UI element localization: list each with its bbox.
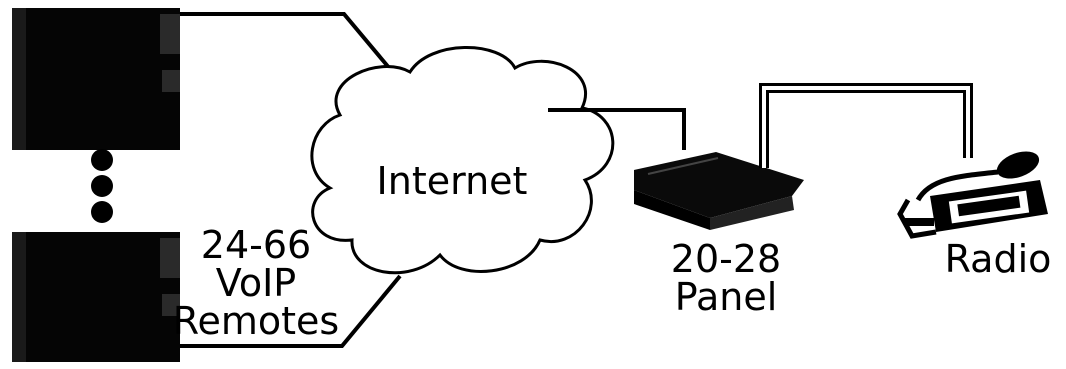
link-remote-bottom-to-internet [180, 274, 402, 348]
panel-label-line2: Panel [675, 275, 778, 319]
remote-unit-bottom [12, 232, 180, 362]
remotes-label-line3: Remotes [173, 299, 339, 343]
radio-label: Radio [945, 237, 1052, 281]
cable-panel-to-radio-inner [762, 86, 970, 168]
internet-cloud-icon [310, 46, 615, 275]
cable-panel-to-radio-outer [759, 83, 973, 168]
internet-label: Internet [377, 159, 528, 203]
panel-device-icon [634, 152, 804, 230]
panel-label-line1: 20-28 [671, 237, 781, 281]
remotes-label-line1: 24-66 [201, 223, 311, 267]
remote-unit-top [12, 8, 180, 150]
link-internet-to-panel [548, 108, 686, 150]
remotes-label-line2: VoIP [216, 261, 296, 305]
ellipsis-dots [91, 149, 113, 223]
radio-icon [897, 151, 1048, 239]
